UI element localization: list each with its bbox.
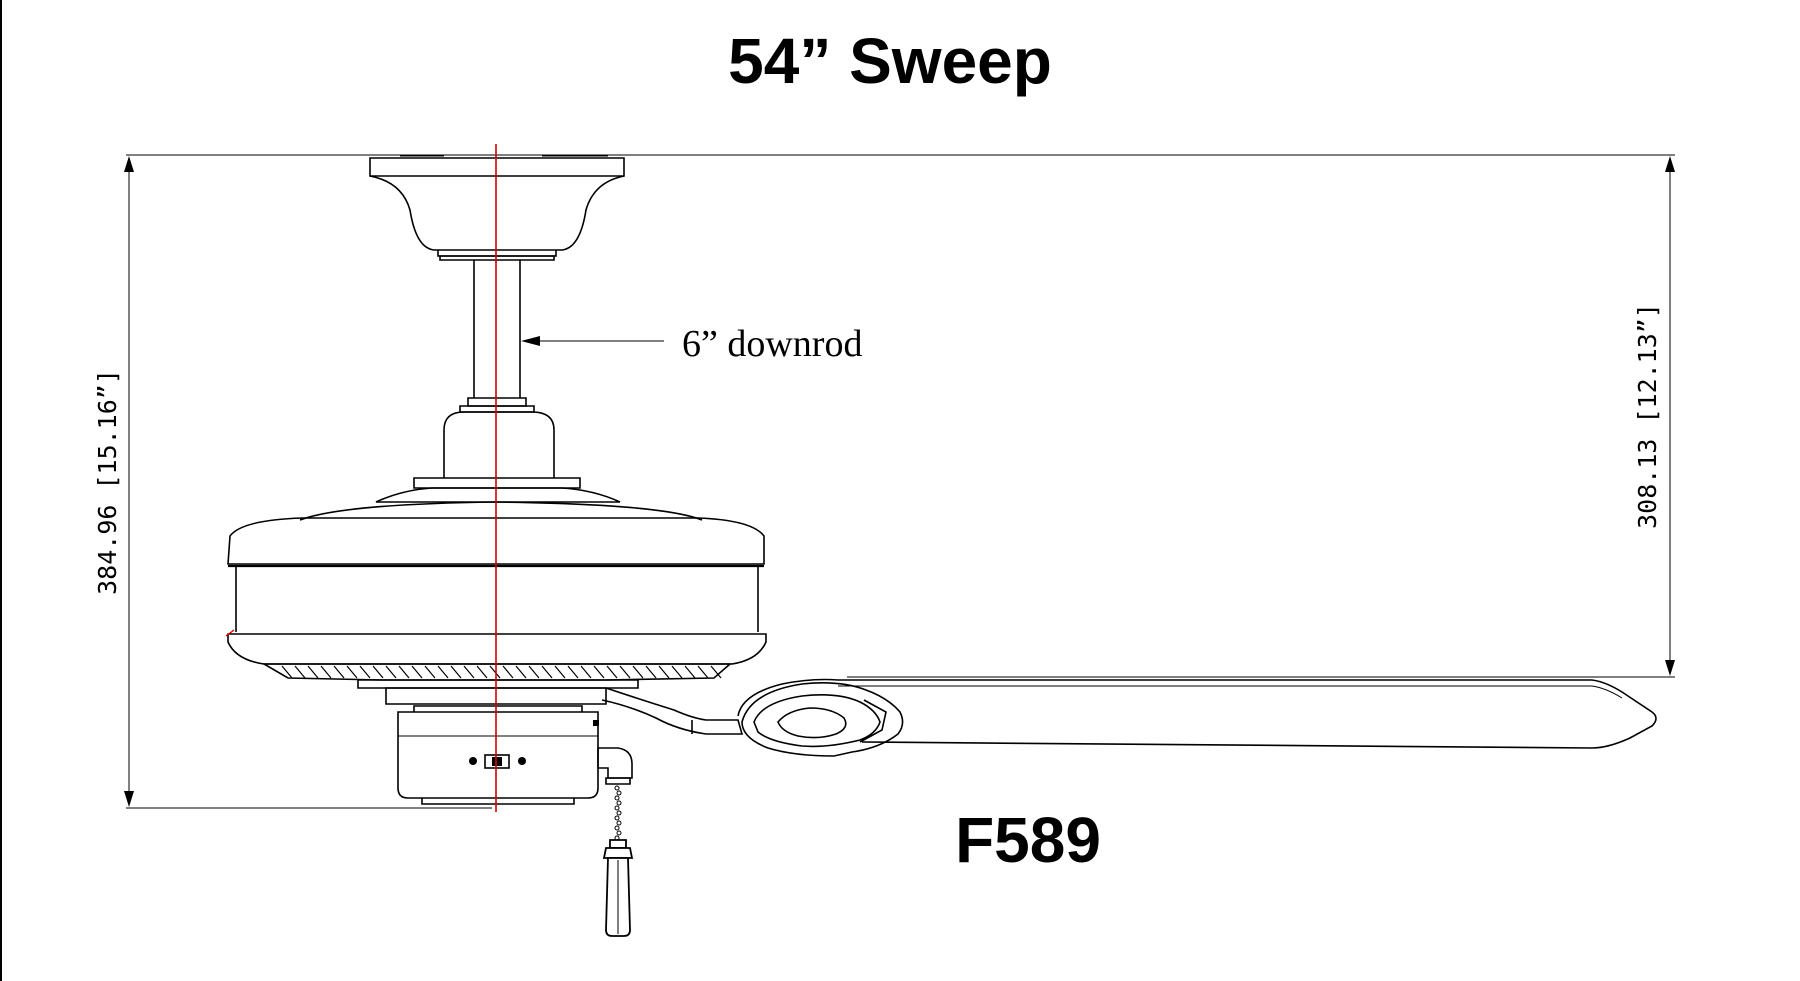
vent-louvre bbox=[281, 665, 293, 679]
vent-louvre bbox=[398, 665, 410, 679]
vent-louvre bbox=[515, 665, 527, 679]
overall-height-dimension bbox=[124, 156, 134, 807]
fan-blade bbox=[737, 678, 1657, 757]
switch-screw-icon bbox=[518, 757, 526, 765]
chain-bead bbox=[616, 790, 622, 796]
chain-bead bbox=[614, 805, 620, 811]
vent-louvre bbox=[684, 665, 696, 679]
vent-louvre bbox=[359, 665, 371, 679]
vent-ring bbox=[261, 663, 733, 705]
vent-louvre bbox=[619, 665, 631, 679]
chain-bead bbox=[614, 795, 620, 801]
chain-bead bbox=[616, 810, 622, 816]
vent-louvre bbox=[528, 665, 540, 679]
vent-louvre bbox=[489, 665, 501, 679]
vent-louvre bbox=[476, 665, 488, 679]
vent-louvre bbox=[372, 665, 384, 679]
downrod-label: 6” downrod bbox=[682, 323, 862, 365]
blade-clearance-dimension bbox=[1665, 156, 1675, 676]
vent-louvre bbox=[294, 665, 306, 679]
vent-louvre bbox=[541, 665, 553, 679]
motor-collar bbox=[375, 405, 621, 503]
vent-louvre bbox=[385, 665, 397, 679]
overall-height-label: 384.96 [15.16”] bbox=[93, 369, 122, 595]
vent-louvre bbox=[333, 665, 345, 679]
downrod bbox=[467, 260, 527, 407]
vent-louvre bbox=[320, 665, 332, 679]
vent-louvre bbox=[411, 665, 423, 679]
vent-louvre bbox=[307, 665, 319, 679]
drawing-title: 54” Sweep bbox=[728, 25, 1052, 97]
vent-louvre bbox=[450, 665, 462, 679]
vent-louvre bbox=[697, 665, 709, 679]
vent-louvre bbox=[346, 665, 358, 679]
model-number: F589 bbox=[955, 804, 1101, 876]
switch-housing bbox=[397, 705, 599, 805]
chain-bead bbox=[614, 825, 620, 831]
vent-louvre bbox=[658, 665, 670, 679]
switch-screw-icon bbox=[469, 757, 477, 765]
chain-bead bbox=[616, 820, 622, 826]
chain-bead bbox=[616, 800, 622, 806]
vent-louvre bbox=[463, 665, 475, 679]
canopy bbox=[369, 155, 625, 261]
chain-bead bbox=[614, 785, 620, 791]
vent-louvre bbox=[671, 665, 683, 679]
vent-louvre bbox=[424, 665, 436, 679]
vent-louvre bbox=[710, 665, 722, 679]
vent-louvre bbox=[580, 665, 592, 679]
pull-chain-icon[interactable] bbox=[614, 785, 622, 841]
pull-chain-assembly bbox=[597, 747, 634, 937]
vent-louvre bbox=[632, 665, 644, 679]
blade-iron bbox=[601, 687, 744, 735]
vent-louvre bbox=[437, 665, 449, 679]
vent-louvre bbox=[554, 665, 566, 679]
chain-bead bbox=[616, 830, 622, 836]
blade-clearance-label: 308.13 [12.13”] bbox=[1633, 303, 1662, 529]
downrod-callout bbox=[521, 336, 664, 346]
vent-louvre bbox=[593, 665, 605, 679]
vent-louvre bbox=[606, 665, 618, 679]
vent-louvre bbox=[645, 665, 657, 679]
chain-bead bbox=[614, 815, 620, 821]
vent-louvre bbox=[502, 665, 514, 679]
motor-housing bbox=[227, 501, 767, 665]
vent-louvre bbox=[567, 665, 579, 679]
